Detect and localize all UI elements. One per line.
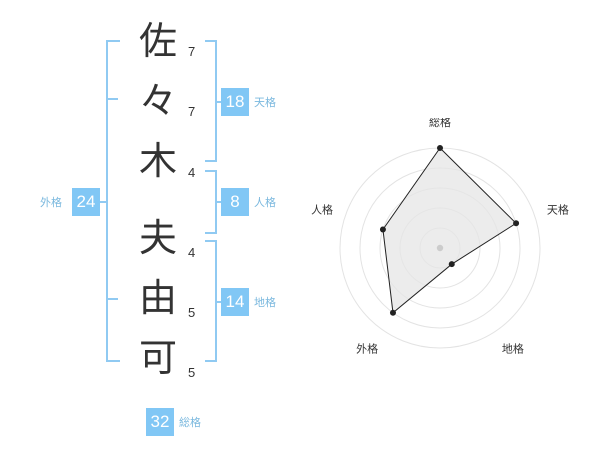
gaikaku-bracket-tick-1 [106,98,118,100]
jinkaku-badge: 8 [221,188,249,216]
radar-point-3 [448,261,455,268]
radar-axis-label-5: 人格 [311,203,333,217]
stroke-count-2: 7 [188,104,196,119]
stroke-count-1: 7 [188,44,196,59]
name-char-6: 可 [138,336,177,380]
radar-point-2 [513,220,520,227]
radar-area [382,147,517,314]
jinkaku-label: 人格 [254,196,276,209]
radar-points [379,145,520,316]
stroke-count-5: 5 [188,305,196,320]
chikaku-badge: 14 [221,288,249,316]
radar-center [436,244,444,252]
stroke-count-4: 4 [188,245,196,260]
stroke-count-3: 4 [188,165,196,180]
name-char-5: 由 [138,276,177,320]
radar-axis-label-4: 外格 [356,341,378,355]
name-char-4: 夫 [138,216,177,260]
name-char-3: 木 [138,139,177,183]
radar-point-1 [437,145,443,151]
chikaku-connector [216,301,222,303]
radar-point-4 [389,309,396,316]
soukaku-label: 総格 [179,416,201,429]
radar-axis-label-1: 総格 [429,118,451,129]
tenkaku-connector [216,101,222,103]
radar-point-5 [379,226,386,233]
chikaku-label: 地格 [254,296,276,309]
name-char-2: 々 [138,79,177,123]
stroke-count-6: 5 [188,365,196,380]
tenkaku-badge: 18 [221,88,249,116]
gaikaku-label: 外格 [40,196,62,209]
tenkaku-label: 天格 [254,96,276,109]
soukaku-badge: 32 [146,408,174,436]
radar-axis-label-3: 地格 [502,341,524,355]
jinkaku-connector [216,201,222,203]
radar-axis-label-2: 天格 [547,203,569,217]
gaikaku-bracket [106,40,120,362]
gaikaku-badge: 24 [72,188,100,216]
gaikaku-connector [100,201,106,203]
name-char-1: 佐 [138,19,177,63]
gaikaku-bracket-tick-2 [106,298,118,300]
